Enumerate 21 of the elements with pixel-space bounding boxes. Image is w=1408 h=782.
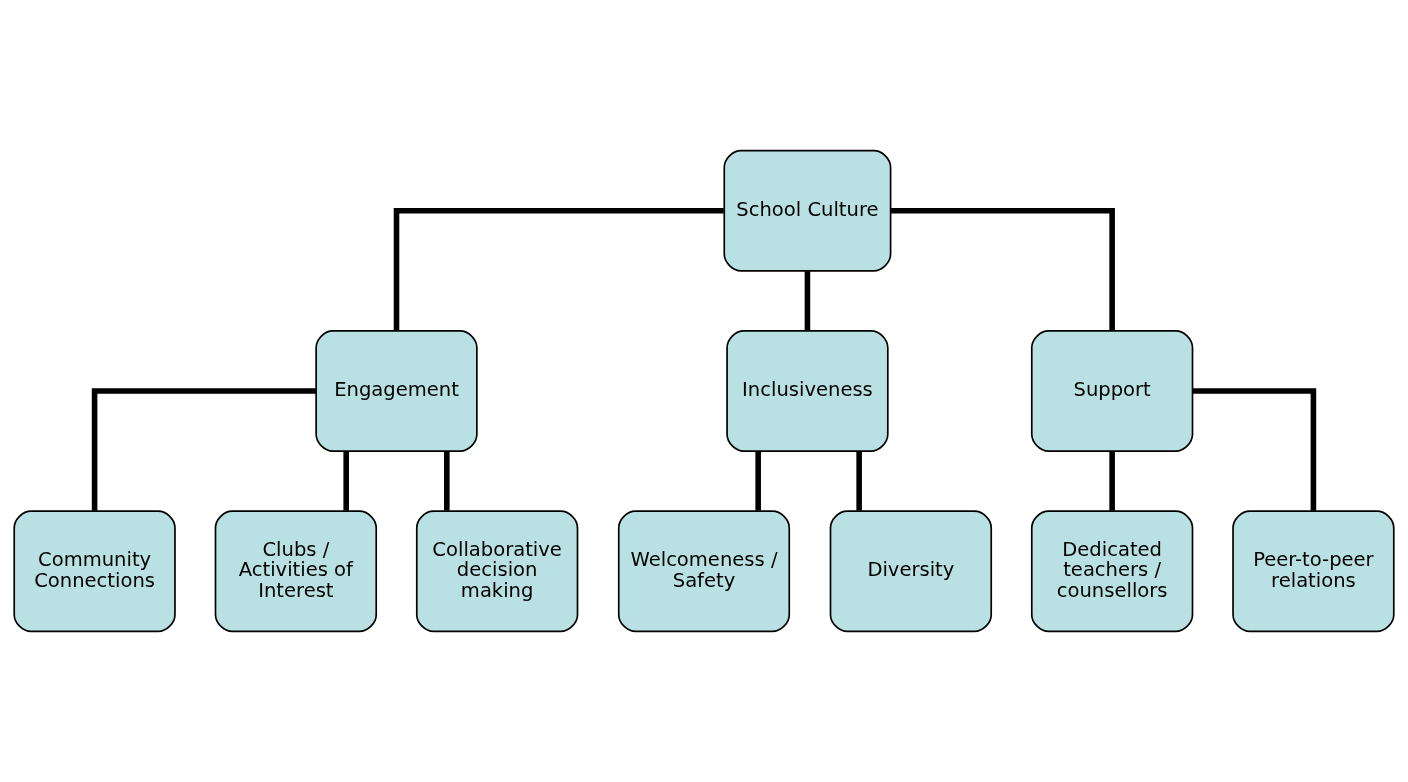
connector [1192, 388, 1317, 511]
connector [755, 451, 761, 511]
node-box: Dedicated teachers / counsellors [1030, 510, 1194, 633]
node-box: Clubs / Activities of Interest [214, 510, 378, 633]
node-box: Diversity [829, 510, 993, 633]
connector [856, 451, 862, 511]
node-box: Engagement [315, 330, 478, 452]
connector [343, 451, 349, 511]
node-box: Peer-to-peer relations [1232, 510, 1395, 633]
connector [1109, 451, 1115, 511]
connector [890, 207, 1115, 331]
connector [444, 451, 450, 511]
node-box: School Culture [723, 149, 892, 272]
node-box: Support [1030, 330, 1194, 452]
node-box: Community Connections [13, 510, 176, 633]
node-box: Welcomeness / Safety [617, 510, 791, 633]
connector [91, 388, 316, 511]
node-box: Collaborative decision making [415, 510, 579, 633]
connector [804, 271, 811, 331]
node-box: Inclusiveness [726, 330, 889, 452]
connector [393, 207, 724, 331]
